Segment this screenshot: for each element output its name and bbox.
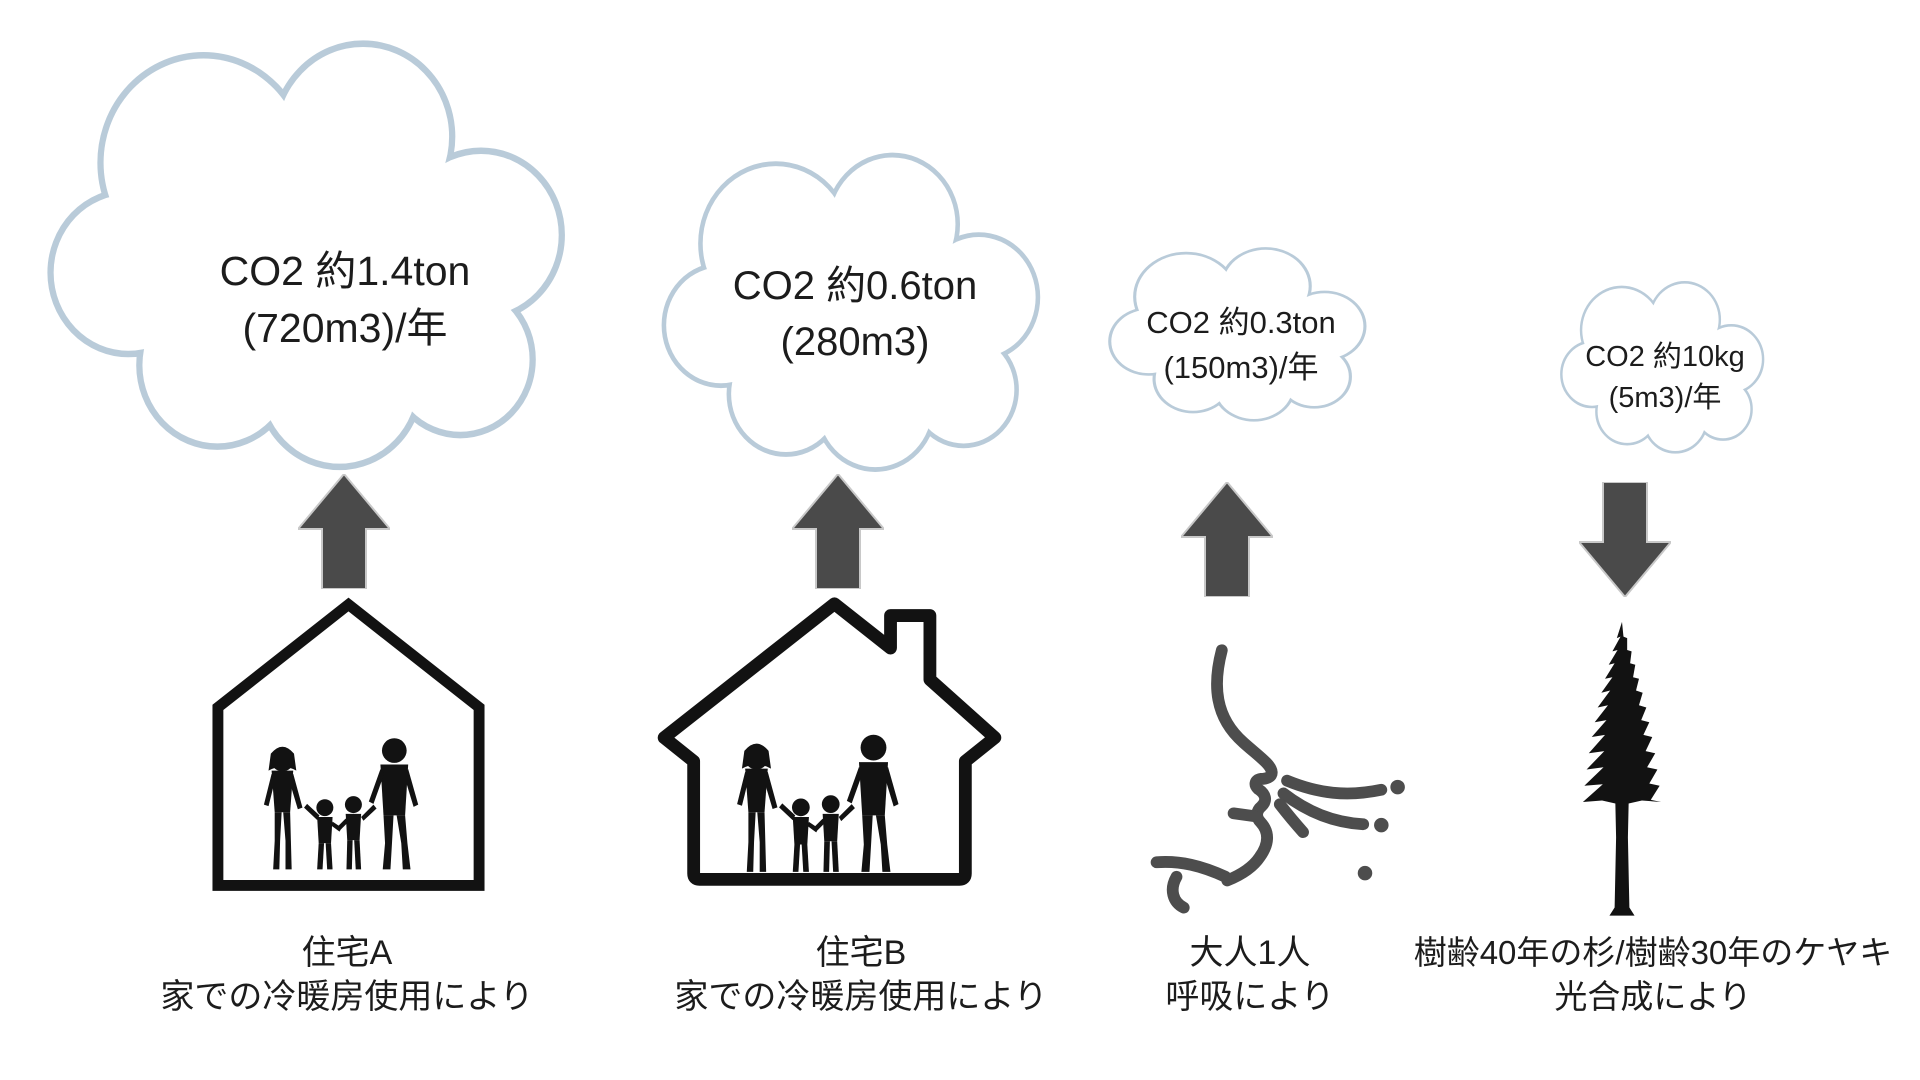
co2-amount: CO2 約10kg [1585,341,1745,373]
co2-amount: CO2 約1.4ton [219,248,471,294]
caption-subtitle: 光合成により [1554,978,1752,1015]
caption-subtitle: 家での冷暖房使用により [160,978,534,1016]
tree-icon [1582,621,1662,916]
caption-title: 住宅A [301,934,393,972]
caption-subtitle: 家での冷暖房使用により [674,978,1048,1016]
cloud-text-adult: CO2 約0.3ton (150m3)/年 [1091,300,1391,390]
breathing-face-icon [1150,644,1405,914]
caption-subtitle: 呼吸により [1165,978,1335,1016]
caption-adult: 大人1人 呼吸により [1050,931,1450,1019]
co2-amount: CO2 約0.3ton [1146,305,1336,340]
caption-tree: 樹齢40年の杉/樹齢30年のケヤキ 光合成により [1363,931,1920,1019]
house-a-icon [212,597,485,891]
up-arrow-icon [298,474,390,589]
cloud-text-house-b: CO2 約0.6ton (280m3) [655,258,1055,370]
cloud-text-tree: CO2 約10kg (5m3)/年 [1515,337,1815,419]
caption-title: 住宅B [815,934,907,972]
caption-house-b: 住宅B 家での冷暖房使用により [611,931,1111,1019]
co2-volume: (720m3)/年 [242,305,448,351]
up-arrow-icon [1181,482,1273,597]
co2-volume: (5m3)/年 [1608,382,1722,414]
house-b-icon [657,597,1002,886]
caption-title: 樹齢40年の杉/樹齢30年のケヤキ [1413,934,1893,971]
up-arrow-icon [792,474,884,589]
co2-volume: (280m3) [780,320,930,364]
caption-title: 大人1人 [1189,934,1311,972]
cloud-text-house-a: CO2 約1.4ton (720m3)/年 [70,243,620,357]
caption-house-a: 住宅A 家での冷暖房使用により [97,931,597,1019]
co2-amount: CO2 約0.6ton [732,264,978,308]
co2-volume: (150m3)/年 [1163,350,1319,385]
down-arrow-icon [1579,482,1671,597]
